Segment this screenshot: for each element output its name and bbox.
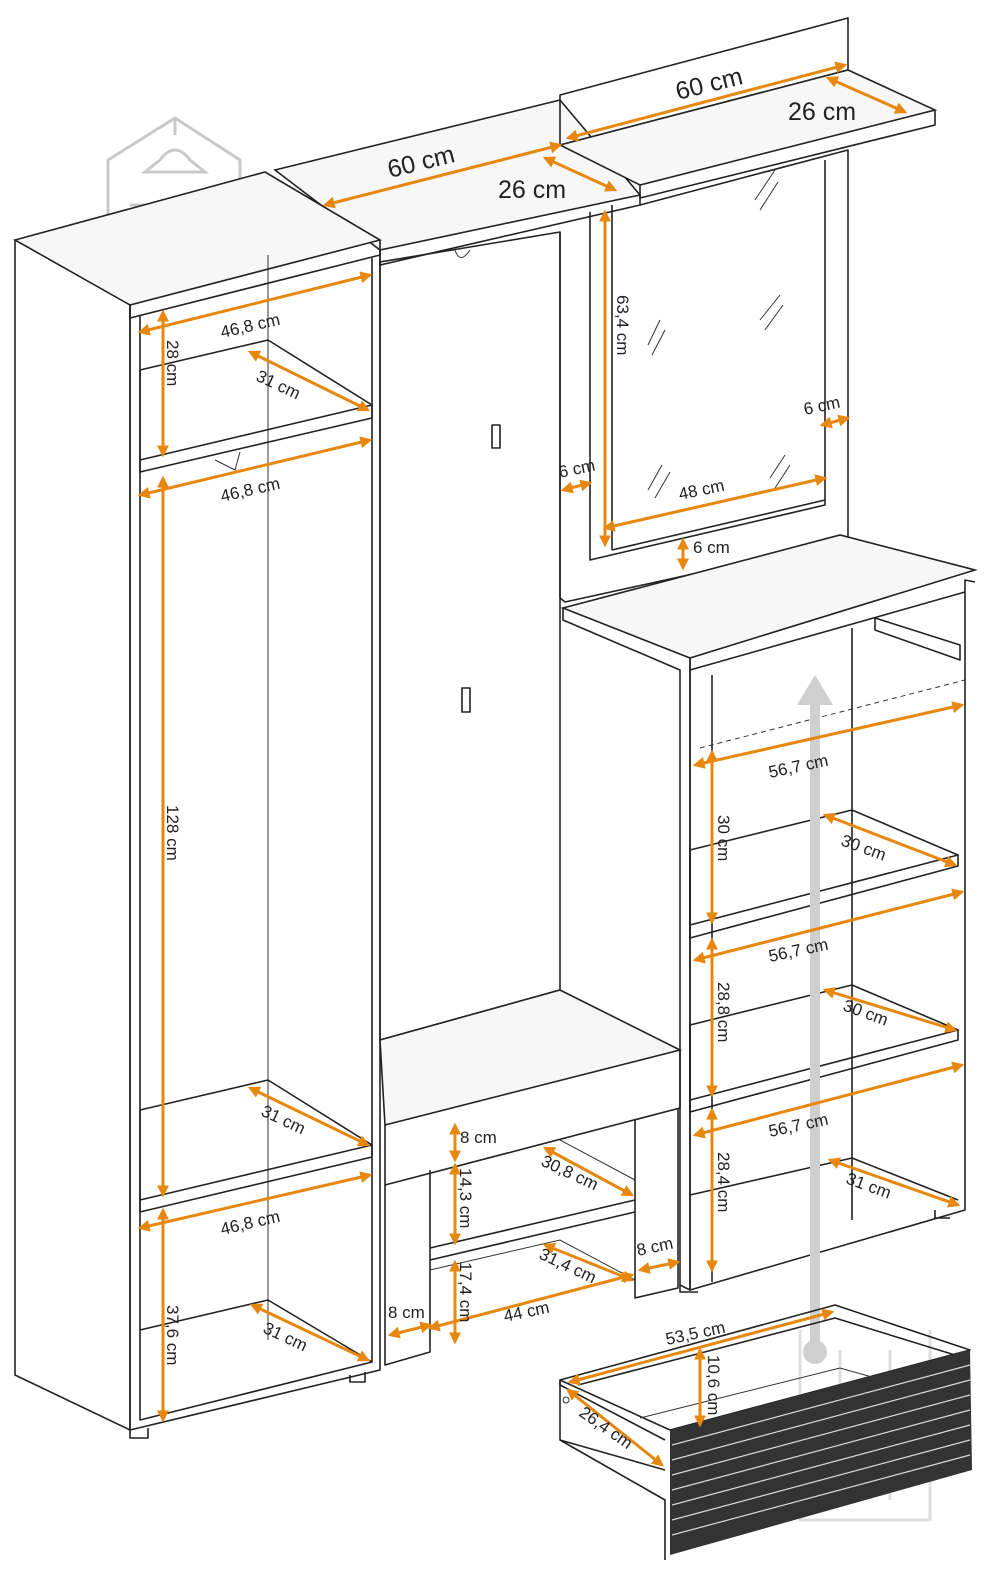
shelf-unit-height-1-label: 30 cm <box>714 815 733 861</box>
dimension-labels: 60 cm 26 cm 60 cm 26 cm 63,4 cm 48 cm 6 … <box>163 62 894 1453</box>
bench-left-leg-label: 8 cm <box>388 1303 425 1322</box>
wardrobe-mid-depth-label: 31 cm <box>258 1101 308 1138</box>
wardrobe-top-width-label: 46,8 cm <box>219 310 282 342</box>
wardrobe-top-height-label: 28 cm <box>163 340 182 386</box>
mirror-frame-bottom-label: 6 cm <box>693 538 730 557</box>
hook-icon <box>461 687 471 713</box>
bench-depth-lower-label: 31,4 cm <box>536 1244 599 1287</box>
bench-top-height-label: 8 cm <box>460 1128 497 1147</box>
mirror-frame-right-label: 6 cm <box>802 393 842 419</box>
bench-lower-height-label: 17,4 cm <box>456 1262 475 1322</box>
wardrobe-rail-width-label: 46,8 cm <box>219 474 282 506</box>
bench <box>379 989 683 1366</box>
bench-inner-width-label: 44 cm <box>502 1298 551 1326</box>
mirror-width-label: 48 cm <box>677 476 726 504</box>
dimension-lines <box>137 61 965 1467</box>
mirror-panel <box>559 149 849 603</box>
drawer-height-label: 10,6 cm <box>704 1355 723 1415</box>
shelf-unit-width-1-label: 56,7 cm <box>767 751 830 782</box>
shelf-unit-height-3-label: 28,4 cm <box>714 1152 733 1212</box>
hook-icon <box>491 424 501 449</box>
mirror-frame-left-label: 6 cm <box>557 456 597 482</box>
tall-wardrobe <box>12 171 383 1439</box>
hook-back-panel <box>379 231 561 1041</box>
top-shelf-right-depth-label: 26 cm <box>788 98 856 126</box>
drawer-width-label: 53,5 cm <box>664 1318 727 1349</box>
wardrobe-bottom-depth-label: 31 cm <box>260 1318 310 1355</box>
bench-mid-height-label: 14,3 cm <box>456 1168 475 1228</box>
top-shelf-left-depth-label: 26 cm <box>498 176 566 204</box>
wardrobe-hanging-height-label: 128 cm <box>163 805 182 861</box>
shelf-unit-height-2-label: 28,8 cm <box>714 982 733 1042</box>
shelf-unit <box>560 534 978 1293</box>
wardrobe-bottom-width-label: 46,8 cm <box>219 1207 282 1239</box>
mirror-height-label: 63,4 cm <box>613 295 632 355</box>
bench-depth-upper-label: 30,8 cm <box>538 1151 601 1194</box>
bench-leg-width-label: 8 cm <box>635 1234 675 1260</box>
up-arrow <box>797 675 833 1364</box>
wardrobe-top-depth-label: 31 cm <box>253 366 303 403</box>
wall-shelf-right <box>557 17 938 199</box>
wardrobe-bottom-height-label: 37,6 cm <box>163 1305 182 1365</box>
